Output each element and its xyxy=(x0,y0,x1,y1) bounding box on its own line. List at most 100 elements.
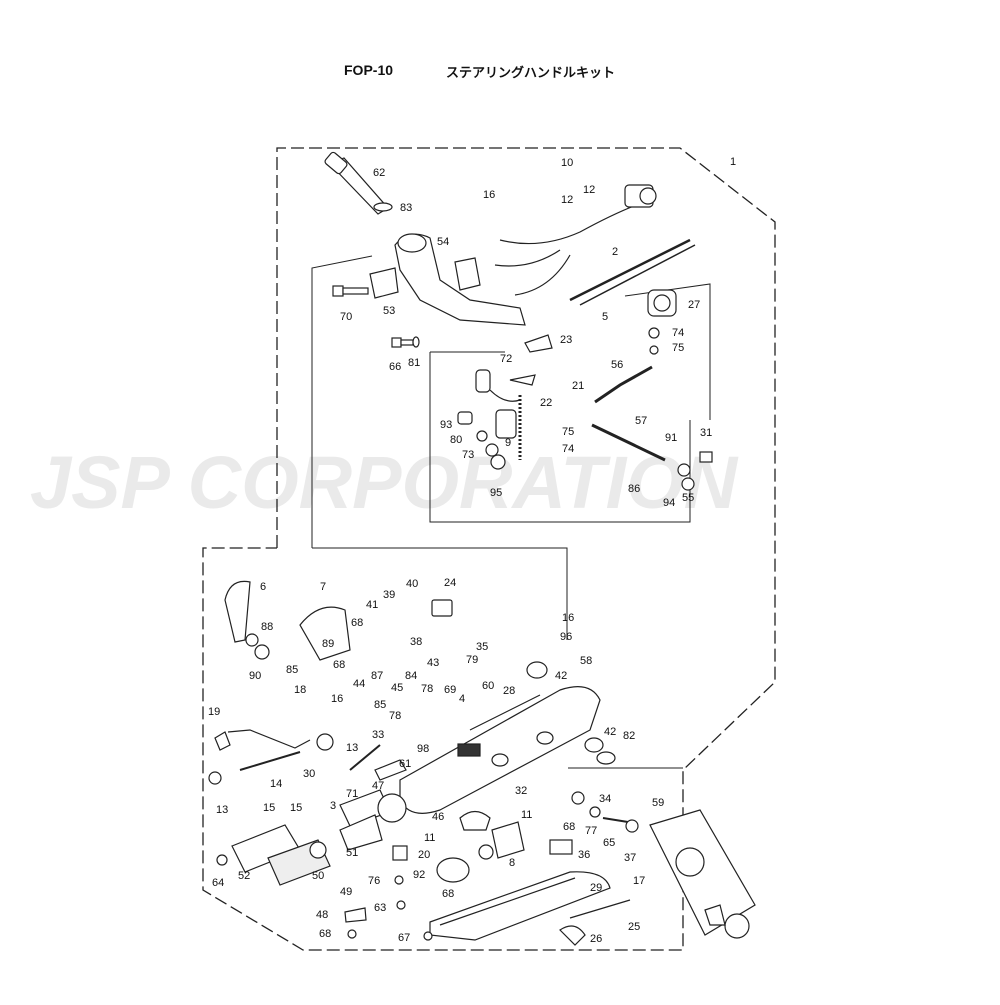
callout-95: 95 xyxy=(490,487,502,499)
callout-82: 82 xyxy=(623,730,635,742)
callout-33: 33 xyxy=(372,729,384,741)
callout-93: 93 xyxy=(440,419,452,431)
callout-16a: 16 xyxy=(483,189,495,201)
callout-76: 76 xyxy=(368,875,380,887)
callout-17: 17 xyxy=(633,875,645,887)
callout-96: 96 xyxy=(560,631,572,643)
callout-50: 50 xyxy=(312,870,324,882)
callout-19: 19 xyxy=(208,706,220,718)
callout-48: 48 xyxy=(316,909,328,921)
callout-16b: 16 xyxy=(562,612,574,624)
callout-12b: 12 xyxy=(583,184,595,196)
callout-91: 91 xyxy=(665,432,677,444)
callout-44: 44 xyxy=(353,678,365,690)
callout-63: 63 xyxy=(374,902,386,914)
callout-87: 87 xyxy=(371,670,383,682)
callout-2: 2 xyxy=(612,246,618,258)
callout-9: 9 xyxy=(505,437,511,449)
callout-15b: 15 xyxy=(290,802,302,814)
callout-39: 39 xyxy=(383,589,395,601)
diagram-code: FOP-10 xyxy=(344,62,394,78)
callout-8: 8 xyxy=(509,857,515,869)
callout-98: 98 xyxy=(417,743,429,755)
callout-81: 81 xyxy=(408,357,420,369)
callout-68d: 68 xyxy=(442,888,454,900)
callout-62: 62 xyxy=(373,167,385,179)
callout-53: 53 xyxy=(383,305,395,317)
callout-32: 32 xyxy=(515,785,527,797)
callout-75a: 75 xyxy=(672,342,684,354)
callout-47: 47 xyxy=(372,780,384,792)
callout-90: 90 xyxy=(249,670,261,682)
callout-43: 43 xyxy=(427,657,439,669)
parts-artwork xyxy=(208,151,756,946)
callout-4: 4 xyxy=(459,693,465,705)
callout-1: 1 xyxy=(730,156,736,168)
callout-24: 24 xyxy=(444,577,456,589)
callout-18: 18 xyxy=(294,684,306,696)
callout-11a: 11 xyxy=(521,809,532,821)
callout-41: 41 xyxy=(366,599,378,611)
callout-51: 51 xyxy=(346,847,358,859)
callout-88: 88 xyxy=(261,621,273,633)
callout-49: 49 xyxy=(340,886,352,898)
callout-77: 77 xyxy=(585,825,597,837)
callout-42a: 42 xyxy=(555,670,567,682)
callout-37: 37 xyxy=(624,852,636,864)
callout-52: 52 xyxy=(238,870,250,882)
callout-labels: 62 83 54 53 70 66 81 10 16 12 12 1 2 5 2… xyxy=(208,156,736,945)
callout-60: 60 xyxy=(482,680,494,692)
callout-46: 46 xyxy=(432,811,444,823)
callout-66: 66 xyxy=(389,361,401,373)
callout-42b: 42 xyxy=(604,726,616,738)
callout-40: 40 xyxy=(406,578,418,590)
callout-56: 56 xyxy=(611,359,623,371)
callout-7: 7 xyxy=(320,581,326,593)
diagram-title: ステアリングハンドルキット xyxy=(446,66,616,81)
callout-45: 45 xyxy=(391,682,403,694)
callout-31: 31 xyxy=(700,427,712,439)
callout-11b: 11 xyxy=(424,832,435,844)
callout-16c: 16 xyxy=(331,693,343,705)
callout-34: 34 xyxy=(599,793,611,805)
callout-75b: 75 xyxy=(562,426,574,438)
callout-78a: 78 xyxy=(421,683,433,695)
callout-70: 70 xyxy=(340,311,352,323)
callout-92: 92 xyxy=(413,869,425,881)
callout-57: 57 xyxy=(635,415,647,427)
assembly-boundary xyxy=(202,147,776,951)
callout-64: 64 xyxy=(212,877,224,889)
callout-83: 83 xyxy=(400,202,412,214)
callout-28: 28 xyxy=(503,685,515,697)
callout-85b: 85 xyxy=(374,699,386,711)
callout-3: 3 xyxy=(330,800,336,812)
callout-85a: 85 xyxy=(286,664,298,676)
callout-23: 23 xyxy=(560,334,572,346)
callout-71: 71 xyxy=(346,788,358,800)
callout-35: 35 xyxy=(476,641,488,653)
callout-94: 94 xyxy=(663,497,675,509)
callout-74a: 74 xyxy=(672,327,684,339)
callout-59: 59 xyxy=(652,797,664,809)
callout-68e: 68 xyxy=(319,928,331,940)
watermark-text: JSP CORPORATION xyxy=(30,441,739,524)
callout-27: 27 xyxy=(688,299,700,311)
callout-29: 29 xyxy=(590,882,602,894)
callout-67: 67 xyxy=(398,932,410,944)
callout-61: 61 xyxy=(399,758,411,770)
callout-26: 26 xyxy=(590,933,602,945)
callout-14: 14 xyxy=(270,778,282,790)
callout-55: 55 xyxy=(682,492,694,504)
callout-58: 58 xyxy=(580,655,592,667)
callout-22: 22 xyxy=(540,397,552,409)
callout-68a: 68 xyxy=(351,617,363,629)
callout-54: 54 xyxy=(437,236,449,248)
callout-79: 79 xyxy=(466,654,478,666)
callout-72: 72 xyxy=(500,353,512,365)
callout-68b: 68 xyxy=(333,659,345,671)
callout-15a: 15 xyxy=(263,802,275,814)
callout-5: 5 xyxy=(602,311,608,323)
callout-80: 80 xyxy=(450,434,462,446)
